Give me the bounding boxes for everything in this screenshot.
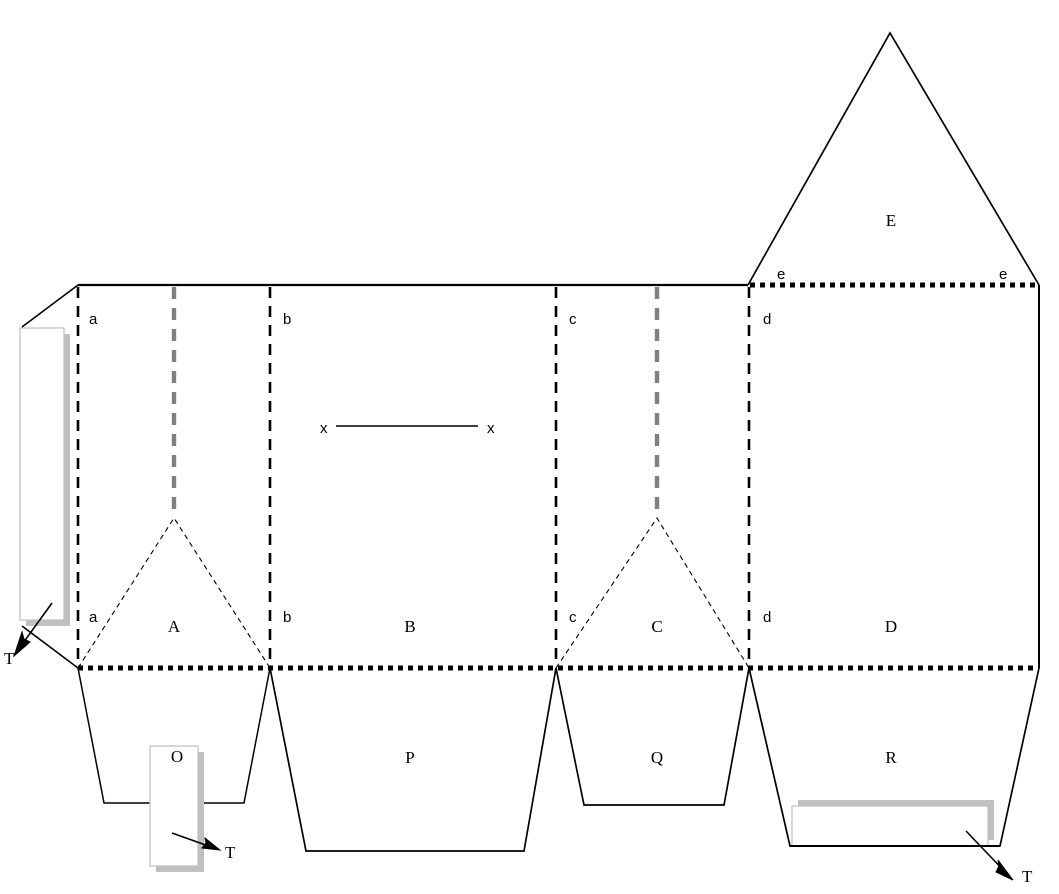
tab-arrow-O <box>171 832 222 851</box>
glue-tab-O <box>149 745 204 872</box>
dashed-triangle-C <box>555 516 750 669</box>
tab-arrow-R <box>965 830 1014 881</box>
glue-outline-O <box>149 745 199 867</box>
left-flap-bottom-diagonal <box>21 625 79 669</box>
measure-label-x-left: x <box>320 420 328 437</box>
edge-label-e-left: e <box>777 266 785 283</box>
glue-tab-R <box>791 800 994 847</box>
panel-label-C: C <box>651 617 662 636</box>
panel-label-A: A <box>168 617 181 636</box>
tab-arrow-O-head <box>201 836 222 851</box>
glue-outline-R <box>791 805 989 847</box>
edge-label-b-top: b <box>283 311 291 328</box>
dashed-triangle-A <box>77 516 271 669</box>
panel-label-B: B <box>404 617 415 636</box>
tab-callout-T-left: T <box>4 649 15 668</box>
tab-arrow-left-head <box>12 630 31 658</box>
edge-label-c-bottom: c <box>569 609 577 626</box>
edge-label-b-bottom: b <box>283 609 291 626</box>
tab-arrow-R-head <box>995 859 1014 881</box>
panel-label-D: D <box>885 617 897 636</box>
roof-triangle-outline <box>747 31 1040 286</box>
edge-label-d-bottom: d <box>763 609 771 626</box>
edge-label-c-top: c <box>569 311 577 328</box>
panel-label-P: P <box>405 748 414 767</box>
panel-label-Q: Q <box>651 748 663 767</box>
edge-label-a-top: a <box>89 311 98 328</box>
panel-label-O: O <box>171 747 183 766</box>
panel-label-E: E <box>886 211 896 230</box>
edge-label-d-top: d <box>763 311 771 328</box>
glue-outline-left <box>19 327 65 621</box>
bottom-panel-P <box>269 667 557 852</box>
tab-callout-T-bottom-left: T <box>225 843 236 862</box>
edge-label-a-bottom: a <box>89 609 98 626</box>
tab-arrow-left <box>12 602 53 658</box>
glue-tab-left <box>19 327 70 626</box>
edge-label-e-right: e <box>999 266 1007 283</box>
tab-callout-T-bottom-right: T <box>1022 867 1033 886</box>
left-flap-top-diagonal <box>21 284 79 328</box>
panel-label-R: R <box>885 748 897 767</box>
bottom-panel-Q <box>555 667 750 806</box>
measure-label-x-right: x <box>487 420 495 437</box>
panel-E-roof <box>747 31 1040 286</box>
